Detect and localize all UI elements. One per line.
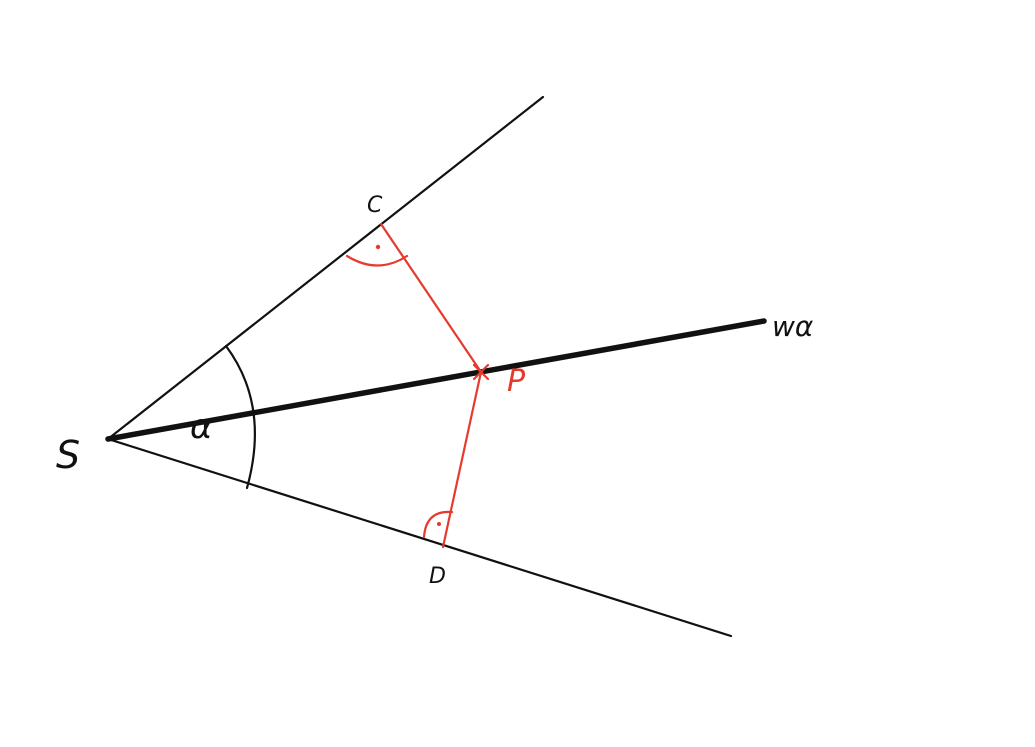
label-bisector-w-alpha: wα [772, 310, 814, 343]
right-angle-dot-c [375, 244, 381, 250]
perpendicular-pd [441, 370, 483, 549]
right-angle-marker-c [345, 254, 409, 267]
label-angle-alpha: α [190, 407, 212, 447]
label-foot-c: C [367, 193, 383, 218]
label-vertex-s: S [56, 433, 80, 477]
label-foot-d: D [429, 564, 446, 589]
right-angle-marker-d [422, 510, 454, 539]
point-p-mark-2 [472, 363, 490, 381]
label-point-p: P [507, 364, 526, 399]
right-angle-dot-d [437, 522, 441, 526]
angle-arc [224, 344, 256, 490]
upper-ray [106, 95, 545, 441]
perpendicular-pc [379, 222, 483, 374]
angle-bisector-line [105, 318, 767, 442]
lower-ray [106, 437, 733, 638]
